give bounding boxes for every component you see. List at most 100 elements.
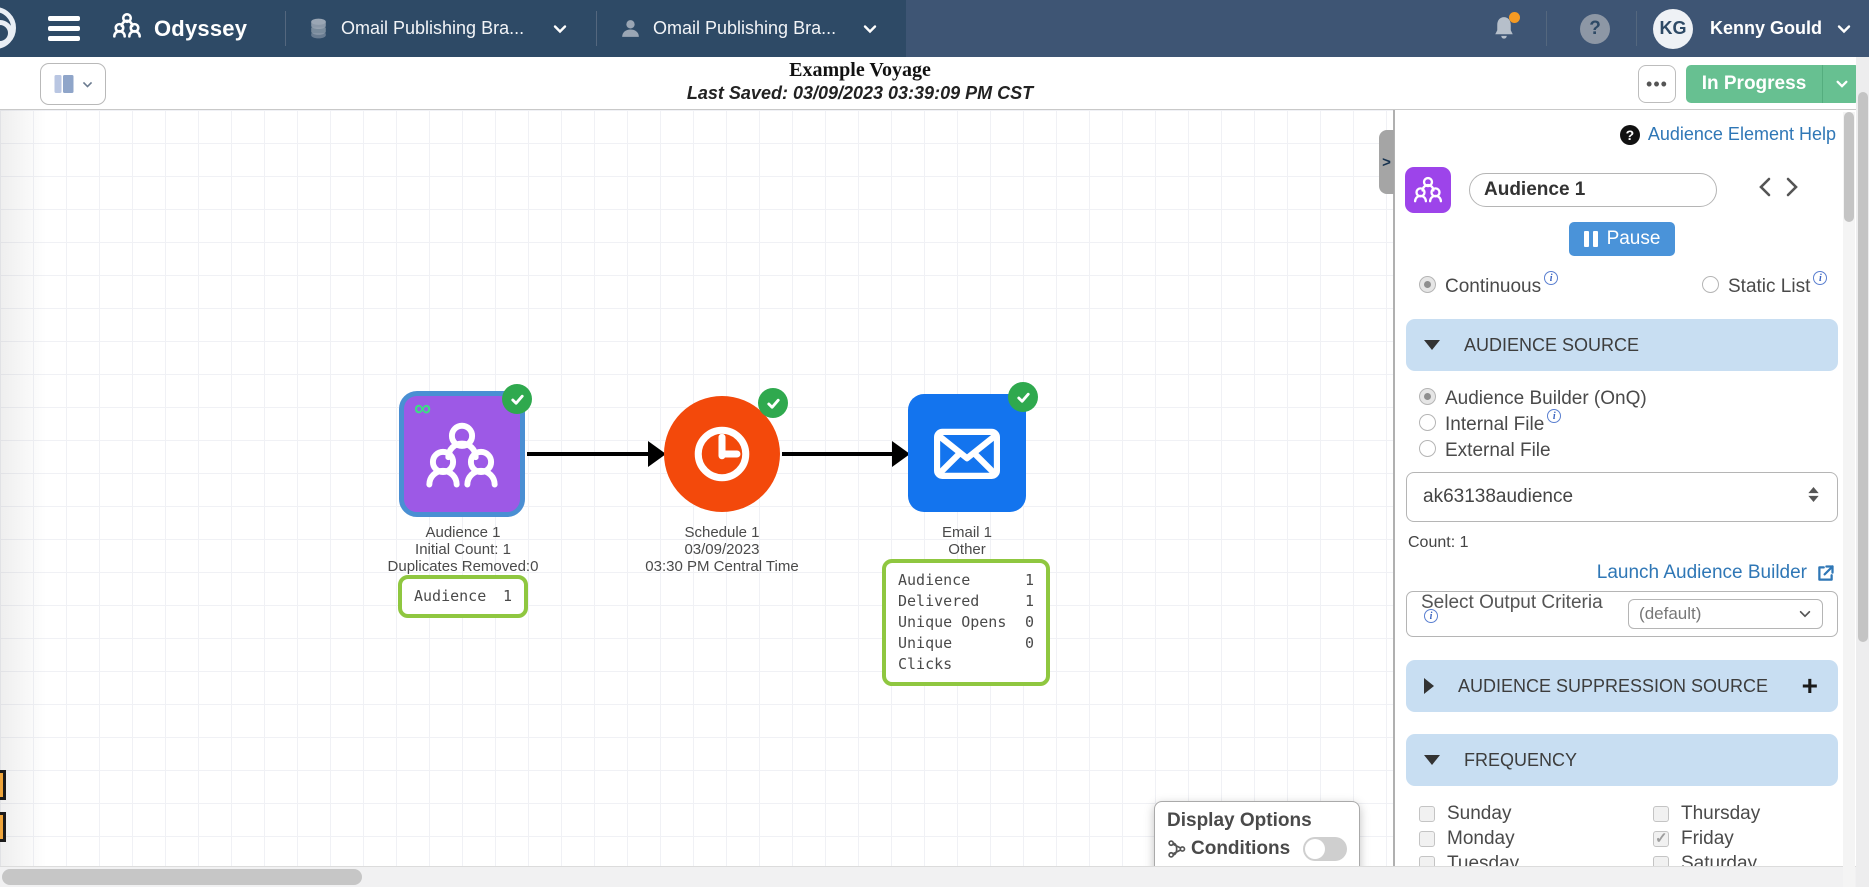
element-name-input[interactable] [1469, 173, 1717, 207]
audience-source-section-header[interactable]: AUDIENCE SOURCE [1406, 319, 1838, 371]
launch-audience-builder-link[interactable]: Launch Audience Builder [1597, 562, 1836, 584]
status-badge: In Progress [1701, 73, 1807, 94]
day-option[interactable]: Thursday [1653, 803, 1760, 825]
scrollbar-thumb[interactable] [1844, 112, 1854, 222]
more-options-button[interactable]: ••• [1638, 65, 1676, 103]
chevron-down-icon[interactable] [862, 0, 878, 57]
navbar-light-segment [906, 0, 1869, 57]
status-dropdown-caret[interactable] [1822, 65, 1860, 103]
notifications-bell-icon[interactable] [1486, 0, 1522, 57]
conditions-row: Conditions [1167, 837, 1347, 861]
database-selector[interactable]: Omail Publishing Bra... [306, 0, 524, 57]
people-icon [112, 11, 142, 46]
stats-row: Audience 1 [414, 586, 512, 607]
edge-audience-schedule [527, 452, 651, 456]
display-options-title: Display Options [1167, 810, 1312, 831]
sidebar-collapse-handle[interactable]: > [1379, 130, 1394, 194]
output-criteria-value: (default) [1639, 604, 1702, 623]
voyage-canvas[interactable]: ∞ Audience 1 Initial Count: 1 Duplicates… [0, 110, 1393, 866]
divider [1546, 11, 1547, 46]
person-icon [618, 16, 643, 41]
user-avatar[interactable]: KG [1652, 0, 1694, 57]
divider [596, 11, 597, 46]
static-list-radio[interactable] [1702, 276, 1719, 293]
day-option[interactable]: Monday [1419, 828, 1515, 850]
next-element-chevron-icon[interactable] [1785, 177, 1805, 201]
external-file-label: External File [1445, 440, 1551, 461]
pause-label: Pause [1606, 228, 1661, 249]
help-icon[interactable]: ? [1577, 0, 1613, 57]
monday-checkbox[interactable] [1419, 831, 1435, 847]
audience-builder-label: Audience Builder (OnQ) [1445, 388, 1647, 409]
hamburger-menu-button[interactable] [44, 0, 84, 57]
previous-element-chevron-icon[interactable] [1758, 177, 1778, 201]
audience-suppression-section-header[interactable]: AUDIENCE SUPPRESSION SOURCE + [1406, 660, 1838, 712]
audience-source-header-label: AUDIENCE SOURCE [1464, 334, 1640, 355]
frequency-section-header[interactable]: FREQUENCY [1406, 734, 1838, 786]
info-icon[interactable]: i [1547, 409, 1562, 423]
sidebar-scrollbar[interactable] [1843, 112, 1855, 887]
conditions-toggle[interactable] [1303, 837, 1347, 861]
brand-selector[interactable]: Omail Publishing Bra... [618, 0, 836, 57]
help-icon: ? [1619, 124, 1640, 145]
page-scrollbar-vertical[interactable] [1856, 57, 1869, 887]
internal-file-radio[interactable] [1419, 414, 1436, 431]
audience-settings-panel: ? Audience Element Help Pause Continuous… [1393, 110, 1856, 874]
status-button[interactable]: In Progress [1686, 65, 1860, 103]
audience-element-help-link[interactable]: ? Audience Element Help [1619, 124, 1836, 145]
pause-button[interactable]: Pause [1569, 222, 1675, 256]
brand[interactable]: Odyssey [112, 0, 247, 57]
output-criteria-select[interactable]: (default) [1628, 599, 1823, 629]
email-node-label: Email 1 Other [877, 524, 1057, 558]
external-file-radio[interactable] [1419, 440, 1436, 457]
last-saved-timestamp: Last Saved: 03/09/2023 03:39:09 PM CST [686, 83, 1034, 103]
day-option[interactable]: Sunday [1419, 803, 1511, 825]
caret-down-icon [1424, 755, 1440, 765]
chevron-down-icon [1799, 610, 1811, 618]
audience-node[interactable]: ∞ [399, 384, 532, 517]
page-scrollbar-horizontal[interactable] [0, 866, 1856, 887]
stat-label: Audience [898, 571, 971, 589]
audience-count: Count: 1 [1408, 534, 1469, 551]
caret-down-icon [1424, 340, 1440, 350]
launch-link-label: Launch Audience Builder [1596, 562, 1807, 583]
stat-label: Unique Opens [898, 613, 1007, 631]
email-node[interactable] [908, 382, 1038, 512]
panel-toggle-button[interactable] [40, 63, 106, 105]
audience-builder-radio[interactable] [1419, 388, 1436, 405]
app-logo-icon [0, 7, 16, 49]
user-name[interactable]: Kenny Gould [1710, 18, 1822, 38]
chevron-down-icon[interactable] [552, 0, 568, 57]
canvas-left-shadow [0, 110, 46, 866]
info-icon[interactable]: i [1544, 271, 1559, 285]
scrollbar-thumb[interactable] [1857, 92, 1868, 642]
sunday-checkbox[interactable] [1419, 806, 1435, 822]
audience-select[interactable]: ak63138audience [1406, 472, 1838, 522]
thursday-checkbox[interactable] [1653, 806, 1669, 822]
output-criteria-label: Select Output Criteriai [1421, 592, 1603, 623]
schedule-node[interactable] [664, 388, 788, 512]
conditions-label: Conditions [1191, 838, 1291, 859]
display-options-panel: Display Options Conditions Reporting [1154, 801, 1360, 866]
add-suppression-button[interactable]: + [1801, 670, 1818, 701]
page-title: Example Voyage [789, 59, 931, 81]
stat-value: 0 [1024, 634, 1034, 652]
info-icon[interactable]: i [1424, 609, 1438, 623]
stats-row: Unique Opens 0 [898, 612, 1034, 633]
top-navbar: Odyssey Omail Publishing Bra... Omail Pu… [0, 0, 1869, 57]
source-external-file-option[interactable]: External File [1419, 440, 1551, 462]
continuous-radio[interactable] [1419, 276, 1436, 293]
source-audience-builder-option[interactable]: Audience Builder (OnQ) [1419, 388, 1647, 410]
audience-stats-box: Audience 1 [398, 575, 528, 618]
day-option[interactable]: Friday [1653, 828, 1734, 850]
friday-checkbox[interactable] [1653, 829, 1669, 847]
info-icon[interactable]: i [1813, 271, 1828, 285]
notification-dot [1509, 12, 1520, 23]
stat-label: Delivered [898, 592, 980, 610]
user-menu-chevron-icon[interactable] [1836, 0, 1852, 57]
email-stats-box: Audience 1 Delivered 1 Unique Opens 0 Un… [882, 559, 1050, 686]
scrollbar-thumb[interactable] [2, 869, 362, 885]
